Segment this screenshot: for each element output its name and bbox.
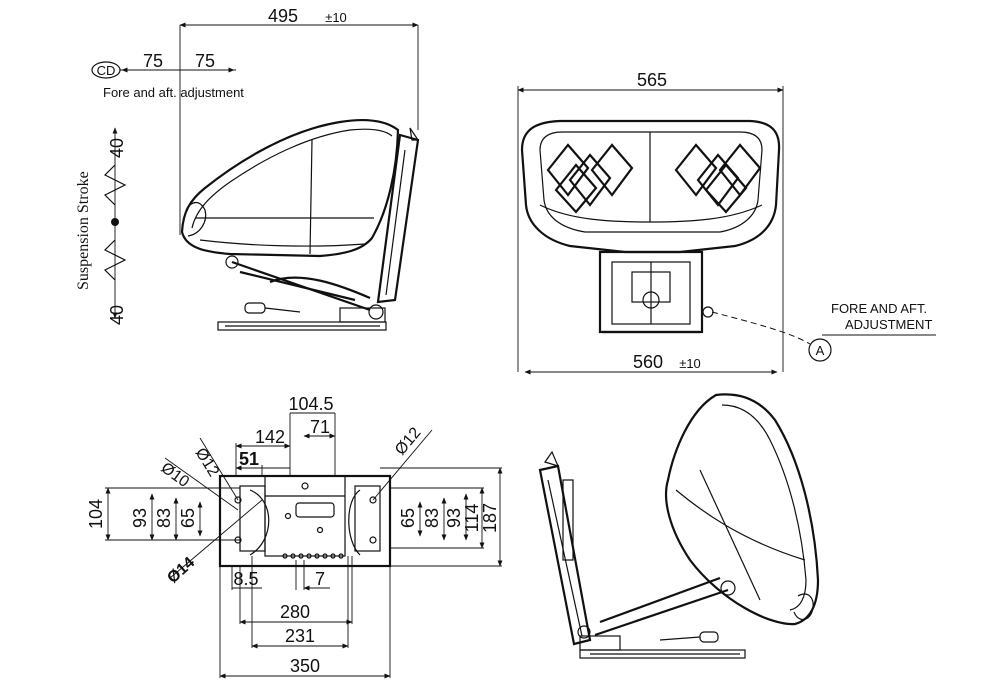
folded-view [538,393,820,659]
plate-holes [234,482,377,559]
adjust-caption: Fore and aft. adjustment [103,85,244,100]
suspension-center-mark [111,218,119,226]
dim-350: 350 [290,656,320,676]
height-93-right: 93 [444,508,464,528]
dim-8-5: 8.5 [233,569,258,589]
overall-length-tolerance: ±10 [325,10,347,25]
plan-view: 104.5 142 71 51 Ø12 Ø10 Ø12 Ø14 104 93 8… [86,394,503,679]
height-83-right: 83 [422,508,442,528]
stroke-down-value: 40 [107,305,127,325]
side-view: 495 ±10 CD 75 75 Fore and aft. adjustmen… [75,6,420,331]
dim-280: 280 [280,602,310,622]
callout-a-label: A [816,343,825,358]
base-width-tolerance: ±10 [679,356,701,371]
overall-length-label: 495 [268,6,298,26]
height-104: 104 [86,499,106,529]
top-width-label: 565 [637,70,667,90]
dia-12-left: Ø12 [192,445,222,480]
dia-12-right: Ø12 [392,424,425,458]
front-view: 565 560 ±10 A [517,70,936,375]
dim-231: 231 [285,626,315,646]
adjust-marker-label: CD [97,63,116,78]
height-65-right: 65 [398,508,418,528]
adjust-lever-knob [702,306,714,318]
suspension-caption: Suspension Stroke [75,171,92,290]
callout-line-1: FORE AND AFT. [831,301,927,316]
callout-line-2: ADJUSTMENT [845,317,932,332]
adjust-forward-value: 75 [195,51,215,71]
dia-14: Ø14 [164,554,198,587]
stroke-up-value: 40 [107,138,127,158]
dim-104-5: 104.5 [288,394,333,414]
height-114: 114 [462,504,482,533]
dim-51: 51 [239,449,259,469]
dim-71: 71 [310,417,330,437]
dia-10: Ø10 [158,459,193,491]
height-187: 187 [480,503,500,533]
base-width-label: 560 [633,352,663,372]
right-grip-pattern [674,143,762,214]
height-93-left: 93 [130,508,150,528]
adjust-back-value: 75 [143,51,163,71]
dim-7: 7 [315,569,325,589]
left-grip-pattern [546,143,634,214]
dim-142: 142 [255,427,285,447]
height-83-left: 83 [154,508,174,528]
height-65-left: 65 [178,508,198,528]
callout-a-circle [808,338,832,362]
